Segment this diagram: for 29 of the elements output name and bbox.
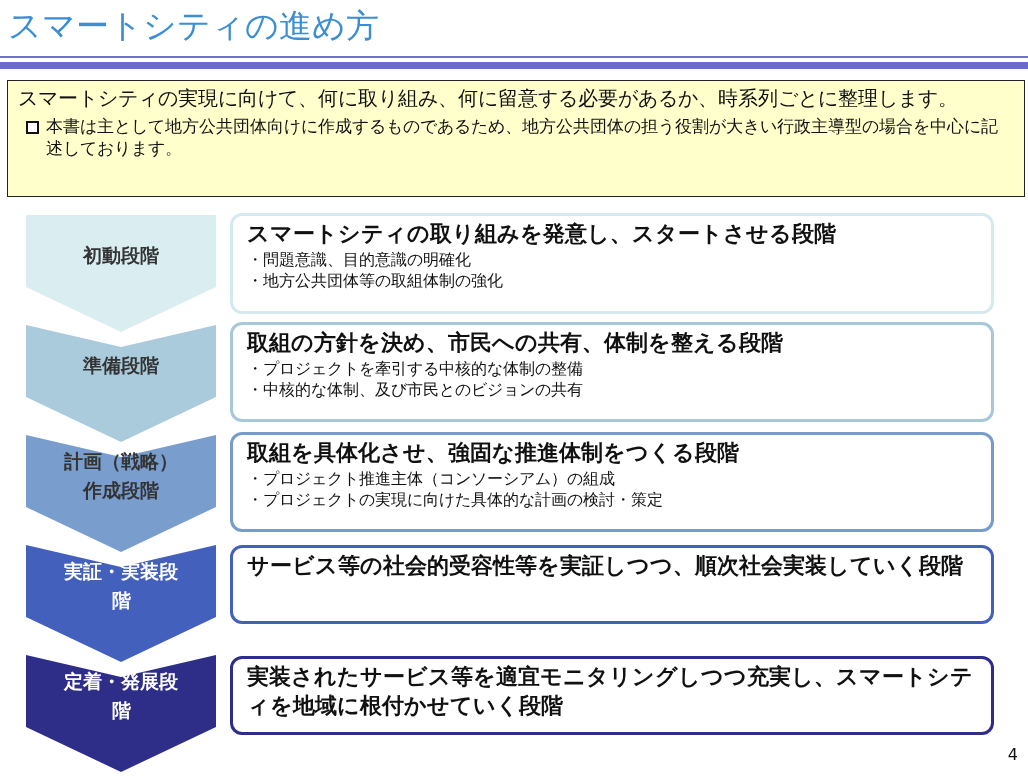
bullet-item: ・プロジェクト推進主体（コンソーシアム）の組成 xyxy=(247,467,616,490)
stage-description-box xyxy=(230,656,994,735)
chevron-step xyxy=(26,435,216,552)
page-title: スマートシティの進め方 xyxy=(8,5,379,47)
stage-description-box xyxy=(230,213,994,314)
chevron-step xyxy=(26,545,216,662)
stage-description-box xyxy=(230,432,994,532)
stage-label: 準備段階 xyxy=(82,353,160,379)
stage-label: 初動段階 xyxy=(82,243,160,269)
page-number: 4 xyxy=(1007,745,1018,764)
stage-heading: サービス等の社会的受容性等を実証しつつ、順次社会実装していく段階 xyxy=(247,552,964,580)
stage-description-box xyxy=(230,545,994,624)
stage-label: 計画（戦略）作成段階 xyxy=(63,448,179,503)
bullet-item: ・地方公共団体等の取組体制の強化 xyxy=(247,270,504,292)
bullet-item: ・プロジェクトの実現に向けた具体的な計画の検討・策定 xyxy=(247,489,664,511)
bullet-item: ・プロジェクトを牽引する中核的な体制の整備 xyxy=(247,357,584,380)
chevron-step xyxy=(26,215,216,332)
stage-description-box xyxy=(230,322,994,422)
bullet-item: ・問題意識、目的意識の明確化 xyxy=(247,248,472,271)
note-text: 本書は主として地方公共団体向けに作成するものであるため、地方公共団体の担う役割が大きい行政主導型の場合を中心に記述しております。 xyxy=(46,116,999,161)
stage-heading: 取組を具体化させ、強固な推進体制をつくる段階 xyxy=(247,439,740,467)
stage-heading: 実装されたサービス等を適宜モニタリングしつつ充実し、スマートシティを地域に根付かせていく段階 xyxy=(247,663,974,720)
stage-heading: スマートシティの取り組みを発意し、スタートさせる段階 xyxy=(247,220,837,248)
bullet-item: ・中核的な体制、及び市民とのビジョンの共有 xyxy=(247,379,584,401)
stage-heading: 取組の方針を決め、市民への共有、体制を整える段階 xyxy=(247,329,784,357)
note-box xyxy=(7,80,1025,197)
chevron-step xyxy=(26,325,216,442)
chevron-step xyxy=(26,655,216,772)
intro-text: スマートシティの実現に向けて、何に取り組み、何に留意する必要があるか、時系列ごとに整理します。 xyxy=(18,85,959,112)
